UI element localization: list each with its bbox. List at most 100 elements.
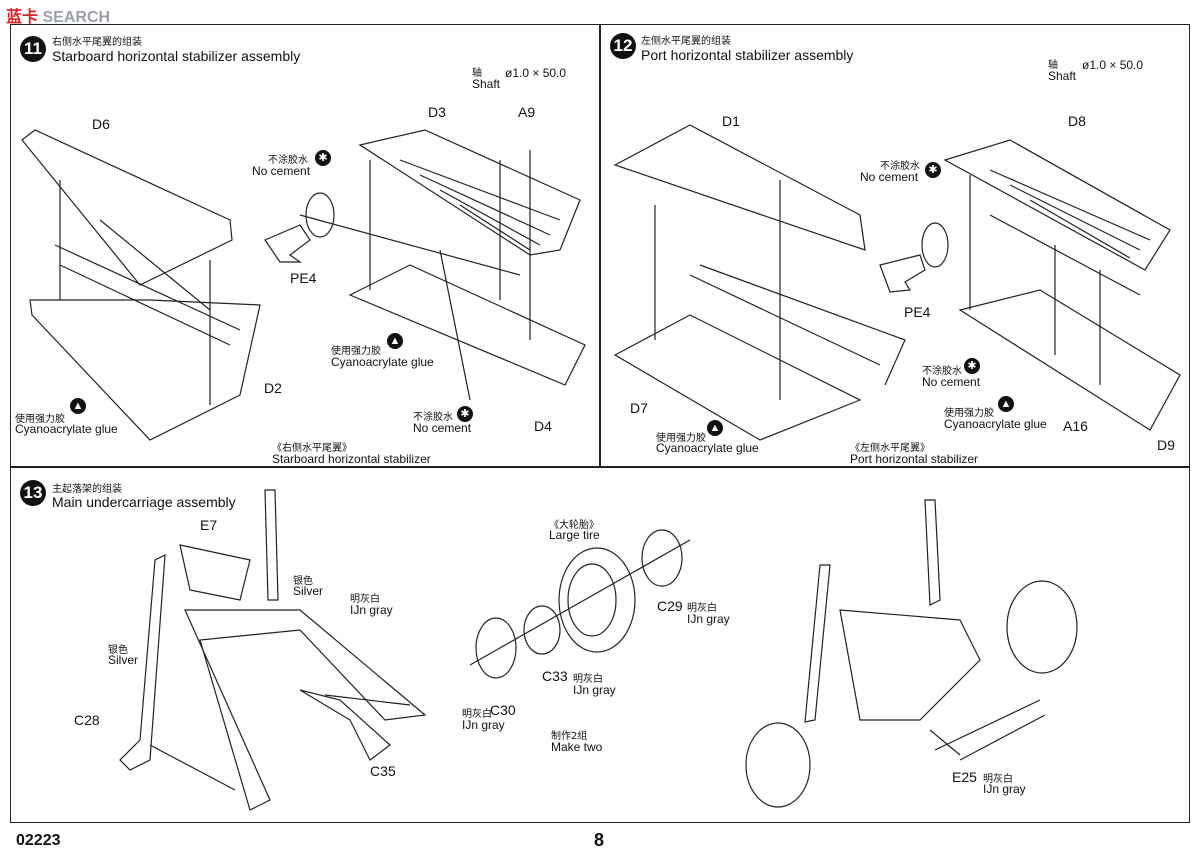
shaft-label-en-11: Shaft: [472, 77, 501, 91]
step-11-caption-en: Starboard horizontal stabilizer: [272, 452, 431, 466]
gray-cn-a: 明灰白: [350, 594, 380, 605]
pe4-bracket-11: [264, 224, 311, 263]
shaft-label-cn-11: 轴: [472, 68, 482, 79]
product-code: 02223: [16, 832, 61, 849]
part-label-d4: D4: [534, 418, 552, 434]
part-label-c28: C28: [74, 712, 100, 728]
part-e7-strut: [264, 489, 279, 601]
pe4-disc-12: [921, 222, 949, 268]
step-12-title-en: Port horizontal stabilizer assembly: [641, 47, 854, 63]
page-number: 8: [594, 830, 605, 850]
step-11-badge: 11: [20, 36, 46, 62]
step-12-caption-en: Port horizontal stabilizer: [850, 452, 979, 466]
nocement-en-11b: No cement: [413, 421, 472, 435]
glue-cn-12b: 使用强力胶: [656, 433, 706, 444]
part-c28-leg: [119, 553, 166, 771]
shaft-label-en-12: Shaft: [1048, 69, 1077, 83]
part-label-e7: E7: [200, 517, 218, 533]
step-12-badge: 12: [610, 33, 636, 59]
silver-cn-b: 银色: [108, 645, 128, 656]
nocement-cn-12b: 不涂胶水: [922, 366, 962, 377]
shaft-label-cn-12: 轴: [1048, 60, 1058, 71]
gray-cn-e25: 明灰白: [983, 774, 1013, 785]
glue-cn-11b: 使用强力胶: [15, 414, 65, 425]
part-d6-ribs: [54, 219, 241, 346]
assembled-wheel-right: [1006, 580, 1078, 674]
guide-lines-13: [149, 694, 961, 791]
part-label-c33: C33: [542, 668, 568, 684]
tire-inner: [567, 563, 617, 637]
part-d8-upper-skin: [943, 139, 1171, 271]
axle-line: [469, 539, 691, 666]
step-13-badge: 13: [20, 480, 46, 506]
hub-c29: [641, 529, 683, 587]
gray-en-e25: IJn gray: [983, 782, 1026, 796]
no-cement-icon: ✱: [925, 162, 941, 178]
nocement-en-11a: No cement: [252, 164, 311, 178]
glue-en-12b: Cyanoacrylate glue: [656, 441, 759, 455]
part-label-d6: D6: [92, 116, 110, 132]
no-cement-icon: ✱: [964, 358, 980, 374]
part-label-d3: D3: [428, 104, 446, 120]
shaft-dim-12: ø1.0 × 50.0: [1082, 58, 1144, 72]
glue-en-12a: Cyanoacrylate glue: [944, 417, 1047, 431]
part-e7-plate: [179, 544, 251, 601]
step-12-panel: [600, 24, 1190, 467]
step-12-title-cn: 左侧水平尾翼的组装: [641, 36, 731, 47]
gray-en-a: IJn gray: [350, 603, 393, 617]
part-label-pe4-12: PE4: [904, 304, 931, 320]
part-d4-lower-skin: [348, 264, 586, 386]
maketwo-en: Make two: [551, 740, 603, 754]
shaft-dim-11: ø1.0 × 50.0: [505, 66, 567, 80]
part-d8-ribs: [989, 169, 1151, 259]
step-12-caption-cn: 《左侧水平尾翼》: [850, 443, 930, 454]
part-label-d7: D7: [630, 400, 648, 416]
assembled-wheel-left: [745, 722, 811, 808]
nocement-en-12a: No cement: [860, 170, 919, 184]
silver-en-b: Silver: [108, 653, 139, 667]
part-c28-frame: [184, 609, 427, 811]
gray-en-c29: IJn gray: [687, 612, 730, 626]
glue-en-11b: Cyanoacrylate glue: [15, 422, 118, 436]
step-13-title-en: Main undercarriage assembly: [52, 494, 236, 510]
part-label-c30: C30: [490, 702, 516, 718]
step-11-caption-cn: 《右侧水平尾翼》: [272, 443, 352, 454]
assembly-guides-12: [654, 175, 1101, 400]
assembled-frame: [839, 609, 981, 721]
step-11-panel: [10, 24, 600, 467]
part-label-a16: A16: [1063, 418, 1088, 434]
part-label-e25: E25: [952, 769, 977, 785]
assembly-guides-11: [59, 150, 531, 405]
maketwo-cn: 制作2组: [551, 731, 588, 742]
pe4-disc-11: [305, 192, 335, 238]
gray-cn-c30: 明灰白: [462, 709, 492, 720]
part-label-c29: C29: [657, 598, 683, 614]
nocement-en-12b: No cement: [922, 375, 981, 389]
part-d3-upper-skin: [358, 129, 581, 256]
glue-bottle-icon: ▲: [707, 420, 723, 436]
no-cement-icon: ✱: [457, 406, 473, 422]
nocement-cn-12a: 不涂胶水: [880, 161, 920, 172]
part-label-a9: A9: [518, 104, 536, 120]
gray-cn-c33: 明灰白: [573, 674, 603, 685]
nocement-cn-11b: 不涂胶水: [413, 412, 453, 423]
part-d9-lower-skin: [958, 289, 1181, 431]
hub-c33: [523, 605, 561, 655]
pe4-bracket-12: [879, 254, 926, 293]
step-11-title-cn: 右侧水平尾翼的组装: [52, 37, 142, 48]
shaft-11: [299, 214, 521, 276]
watermark-logo: 蓝卡 SEARCH: [6, 9, 111, 26]
part-label-c35: C35: [370, 763, 396, 779]
tire-cn: 《大轮胎》: [549, 520, 599, 531]
part-label-d1: D1: [722, 113, 740, 129]
step-13-title-cn: 主起落架的组装: [52, 484, 122, 495]
part-d1-upper-skin: [613, 124, 866, 251]
part-label-d2: D2: [264, 380, 282, 396]
silver-cn-a: 银色: [293, 576, 313, 587]
part-d1-lower-skin: [613, 314, 862, 441]
part-d1-ribs-skin: [689, 264, 906, 386]
step-11-title-en: Starboard horizontal stabilizer assembly: [52, 48, 301, 64]
glue-bottle-icon: ▲: [70, 398, 86, 414]
shaft-12: [989, 214, 1141, 296]
